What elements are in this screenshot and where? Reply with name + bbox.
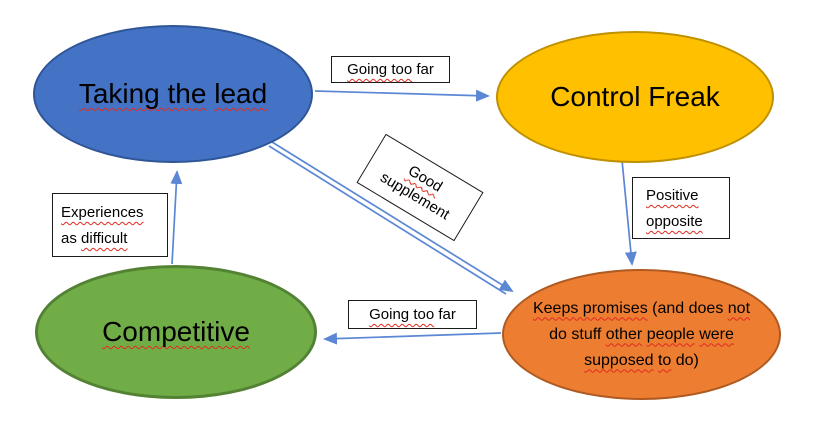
label-text-segment: not [727, 299, 751, 317]
node-control-freak[interactable]: Control Freak [496, 31, 774, 163]
edge-label-line: Positive [646, 183, 729, 209]
edge-label-line: as difficult [61, 226, 167, 252]
node-label-competitive: Competitive [102, 316, 250, 348]
label-text-segment: Going too [369, 306, 435, 323]
node-label-taking-the-lead: Taking the lead [79, 78, 267, 110]
edge-label-going-too-far-bottom[interactable]: Going too far [348, 300, 477, 329]
label-text-segment: far [412, 61, 434, 78]
edge-label-line: opposite [646, 209, 729, 235]
label-text-segment: Taking the [78, 77, 207, 109]
arrow-control-to-keeps[interactable] [621, 159, 637, 266]
edge-label-experiences-as-difficult[interactable]: Experiences as difficult [52, 193, 168, 257]
arrow-keeps-to-competitive[interactable] [323, 332, 502, 345]
node-keeps-promises[interactable]: Keeps promises (and does not do stuff ot… [502, 269, 781, 400]
label-text-segment: Positive [646, 187, 699, 204]
edge-label-going-too-far-top[interactable]: Going too far [331, 56, 450, 83]
edge-label-line: Experiences [61, 200, 167, 226]
label-text-segment: were [699, 325, 734, 343]
label-text-segment: supposed [584, 351, 654, 369]
edge-label-positive-opposite[interactable]: Positive opposite [632, 177, 730, 239]
label-text-segment: do stuff [549, 325, 606, 343]
node-taking-the-lead[interactable]: Taking the lead [33, 25, 313, 163]
label-text-segment: (and does [647, 299, 728, 317]
node-label-keeps-promises: Keeps promises (and does not do stuff ot… [511, 296, 773, 374]
label-text-segment: opposite [646, 213, 703, 230]
edge-label-text: Going too far [347, 61, 434, 78]
arrow-taking-to-keeps-diagonal[interactable] [268, 141, 514, 295]
label-text-segment: Competitive [102, 315, 250, 347]
arrow-competitive-to-taking[interactable] [170, 170, 183, 265]
label-text-segment: Keeps promises [532, 299, 648, 317]
node-label-line: supposed to do) [511, 348, 773, 374]
label-text-segment: lead [214, 77, 268, 109]
arrow-taking-to-control[interactable] [314, 89, 490, 102]
label-text-segment: difficult [81, 230, 128, 247]
label-text-segment: people [646, 325, 695, 343]
node-label-control-freak: Control Freak [550, 81, 720, 113]
label-text-segment: Going too [347, 61, 413, 78]
label-text-segment: Experiences [61, 204, 144, 221]
label-text-segment: to [657, 351, 672, 369]
node-competitive[interactable]: Competitive [35, 265, 317, 399]
label-text-segment: do) [671, 351, 699, 369]
node-label-line: Keeps promises (and does not [511, 296, 773, 322]
label-text-segment: far [434, 306, 456, 323]
node-label-line: do stuff other people were [511, 322, 773, 348]
label-text-segment: Control Freak [550, 80, 720, 112]
label-text-segment: other [605, 325, 643, 343]
label-text-segment: as [61, 230, 82, 247]
edge-label-text: Going too far [369, 306, 456, 323]
